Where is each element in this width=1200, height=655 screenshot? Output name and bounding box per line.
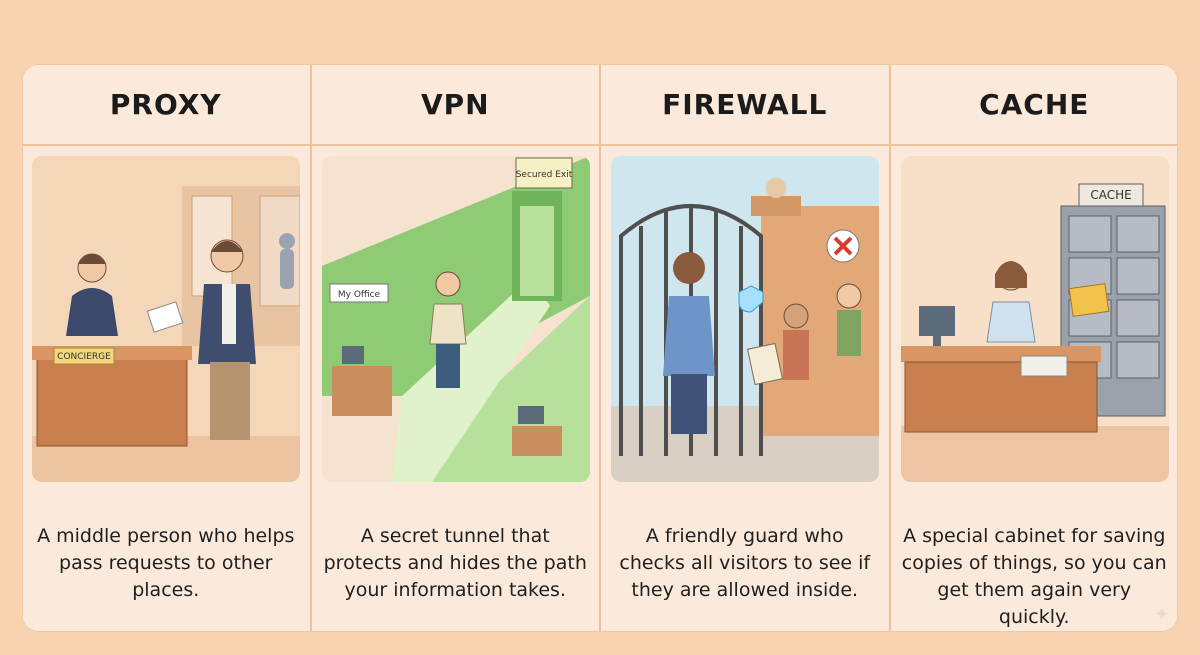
panel-description-vpn: A secret tunnel that protects and hides …: [323, 525, 587, 601]
cache-scene: CACHE: [900, 156, 1169, 482]
panel-title-vpn: VPN: [311, 64, 599, 146]
proxy-scene: CONCIERGE: [32, 156, 300, 482]
panel-title-cache: CACHE: [890, 64, 1178, 146]
cache-cabinet-sign-text: CACHE: [1090, 188, 1131, 202]
panel-description-proxy: A middle person who helps pass requests …: [37, 525, 295, 601]
firewall-illustration: [611, 156, 879, 482]
cache-illustration: CACHE: [900, 156, 1169, 482]
secured-exit-text: Secured Exit: [515, 170, 572, 180]
proxy-illustration: CONCIERGE: [32, 156, 300, 482]
my-office-sign: My Office: [329, 283, 388, 303]
panel-cache: CACHE CACHE: [890, 64, 1178, 632]
firewall-scene: [611, 156, 879, 482]
panel-firewall: FIREWALL: [601, 64, 891, 632]
my-office-text: My Office: [337, 290, 380, 300]
vpn-scene: Secured Exit My Office: [321, 156, 590, 482]
panel-description-firewall: A friendly guard who checks all visitors…: [619, 525, 871, 601]
concierge-sign: CONCIERGE: [53, 347, 115, 365]
sparkle-icon: ✦: [1153, 602, 1170, 626]
gate-bars: [619, 204, 763, 456]
concierge-sign-text: CONCIERGE: [57, 352, 111, 362]
cache-cabinet-sign: CACHE: [1078, 183, 1143, 207]
panel-description-cache: A special cabinet for saving copies of t…: [901, 525, 1167, 628]
panel-title-firewall: FIREWALL: [601, 64, 889, 146]
panel-proxy: PROXY CONCIERGE: [22, 64, 312, 632]
secured-exit-sign: Secured Exit: [515, 157, 572, 189]
vpn-illustration: Secured Exit My Office: [321, 156, 590, 482]
panel-title-proxy: PROXY: [22, 64, 310, 146]
panel-vpn: VPN Secured Exit My Office: [311, 64, 601, 632]
comparison-board: PROXY CONCIERGE: [22, 64, 1178, 632]
